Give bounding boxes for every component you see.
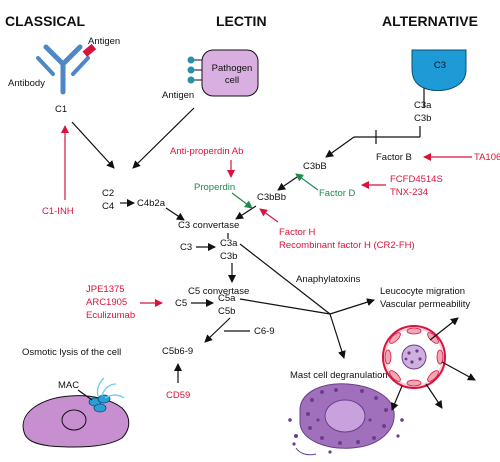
antibody-icon xyxy=(36,44,90,95)
c3a-label: C3a xyxy=(220,238,238,249)
fcfd-label: FCFD4514S xyxy=(390,174,443,185)
pathogen-cell-label-line1: Pathogen xyxy=(212,63,253,74)
mast-cell-icon xyxy=(288,383,404,456)
c1-to-c2-arrow xyxy=(71,121,115,169)
leucocyte-migration-label: Leucocyte migration xyxy=(380,286,465,297)
eculizumab-label: Eculizumab xyxy=(86,310,135,321)
to-mast-cell-arrow xyxy=(329,313,346,359)
alternative-pathway-title: ALTERNATIVE xyxy=(382,13,478,29)
c5b6-9-label: C5b6-9 xyxy=(162,346,193,357)
c5-label: C5 xyxy=(175,298,187,309)
lectin-pathway-title: LECTIN xyxy=(216,13,267,29)
c5-convertase-label: C5 convertase xyxy=(188,286,249,297)
c3a-anaphylatoxin-line xyxy=(239,243,331,315)
vessel-arrow-down xyxy=(425,383,443,409)
factor-h-arrow xyxy=(259,208,279,223)
c4b2a-label: C4b2a xyxy=(137,198,166,209)
factor-d-label: Factor D xyxy=(319,188,356,199)
c3bb-label: C3bB xyxy=(303,161,327,172)
recombinant-factor-h-label: Recombinant factor H (CR2-FH) xyxy=(279,240,415,251)
mac-pointer-line xyxy=(77,389,93,401)
c6-9-label: C6-9 xyxy=(254,326,275,337)
c1-label: C1 xyxy=(55,104,67,115)
c3bbb-to-convertase-arrow xyxy=(235,205,257,220)
antigen-icon xyxy=(82,43,97,57)
properdin-label: Properdin xyxy=(194,182,235,193)
tnx-label: TNX-234 xyxy=(390,187,428,198)
c3-label: C3 xyxy=(180,242,192,253)
vascular-permeability-label: Vascular permeability xyxy=(380,299,470,310)
c3a-alt-label: C3a xyxy=(414,100,432,111)
pathogen-cell-label-line2: cell xyxy=(225,75,239,86)
lysed-cell-icon xyxy=(22,395,130,448)
vessel-arrow-down-left xyxy=(391,385,403,411)
c5a-label: C5a xyxy=(218,293,236,304)
factor-b-label: Factor B xyxy=(376,152,412,163)
to-leucocyte-migration-arrow xyxy=(329,298,375,315)
pathogen-cell-icon xyxy=(187,49,259,97)
c5b-to-mac-arrow xyxy=(204,317,231,343)
c1-inh-label: C1-INH xyxy=(42,206,74,217)
c4b2a-to-convertase-arrow xyxy=(165,207,185,221)
osmotic-lysis-label: Osmotic lysis of the cell xyxy=(22,347,121,358)
arc1905-label: ARC1905 xyxy=(86,297,127,308)
c3bbb-label: C3bBb xyxy=(257,192,286,203)
blood-vessel-icon xyxy=(382,325,446,389)
c3-convertase-label: C3 convertase xyxy=(178,220,239,231)
c3bb-to-c3bbb-arrow xyxy=(277,174,301,191)
cd59-label: CD59 xyxy=(166,390,190,401)
properdin-arrow xyxy=(231,192,253,209)
vessel-arrow-right xyxy=(441,361,476,381)
antigen-label-classical: Antigen xyxy=(88,36,120,47)
jpe1375-label: JPE1375 xyxy=(86,284,125,295)
antigen-label-lectin: Antigen xyxy=(162,90,194,101)
c3b-alt-label: C3b xyxy=(414,113,431,124)
c3b-label: C3b xyxy=(220,251,237,262)
c5a-anaphylatoxin-line xyxy=(239,298,331,315)
ta106-label: TA106 xyxy=(474,152,500,163)
anti-properdin-label: Anti-properdin Ab xyxy=(170,146,243,157)
vessel-arrow-up-right xyxy=(429,317,459,341)
c3-blob-label: C3 xyxy=(434,60,446,71)
factor-h-label: Factor H xyxy=(279,227,316,238)
factor-d-arrow xyxy=(295,173,319,191)
classical-pathway-title: CLASSICAL xyxy=(5,13,86,29)
c5b-label: C5b xyxy=(218,306,235,317)
to-c3bb-arrow xyxy=(325,136,355,158)
anaphylatoxins-label: Anaphylatoxins xyxy=(296,274,361,285)
antibody-label: Antibody xyxy=(8,78,45,89)
c2-label: C2 xyxy=(102,188,114,199)
c4-label: C4 xyxy=(102,201,114,212)
mast-cell-degranulation-label: Mast cell degranulation xyxy=(290,370,388,381)
lectin-to-c2-arrow xyxy=(132,107,195,169)
mac-label: MAC xyxy=(58,380,79,391)
